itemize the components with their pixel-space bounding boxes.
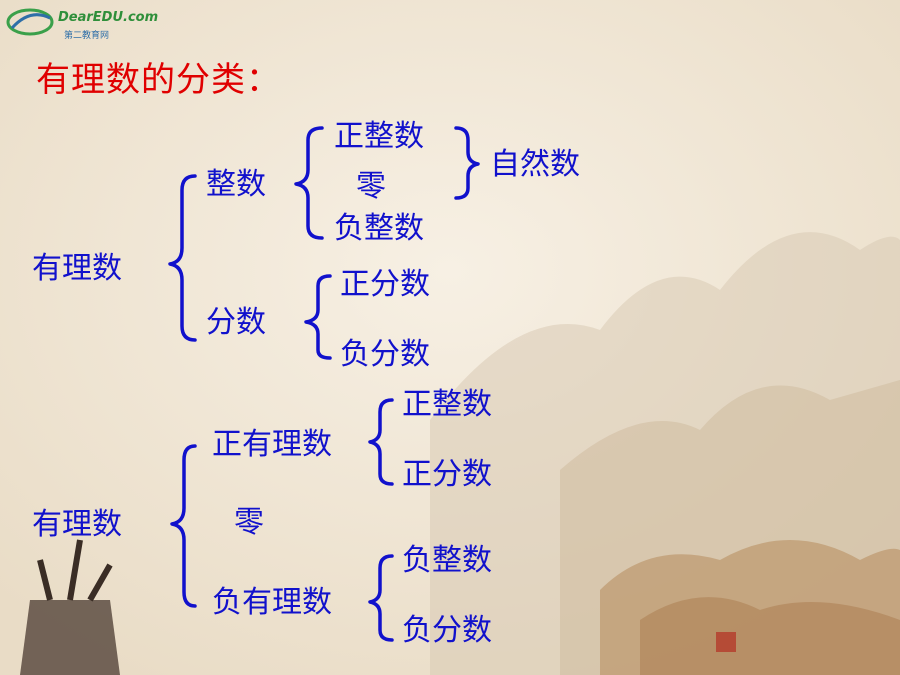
tree2-negative-integer: 负整数 — [402, 543, 492, 578]
tree1-fraction: 分数 — [206, 305, 266, 340]
tree2-negative-rational: 负有理数 — [212, 585, 332, 620]
tree1-negative-fraction: 负分数 — [340, 337, 430, 372]
tree1-root: 有理数 — [32, 251, 122, 286]
brace-tree1-root — [168, 174, 197, 342]
logo-brand: DearEDU.com — [58, 10, 159, 25]
brace-fraction — [304, 274, 332, 360]
tree1-negative-integer: 负整数 — [334, 211, 424, 246]
tree2-positive-integer: 正整数 — [402, 387, 492, 422]
tree2-positive-rational: 正有理数 — [212, 427, 332, 462]
tree1-zero: 零 — [356, 169, 386, 204]
brace-tree2-root — [170, 444, 197, 608]
tree2-zero: 零 — [234, 505, 264, 540]
brace-integer — [294, 126, 324, 240]
tree2-negative-fraction: 负分数 — [402, 613, 492, 648]
logo-swoosh-icon — [6, 8, 54, 36]
logo: DearEDU.com 第二教育网 — [6, 4, 158, 44]
tree2-root: 有理数 — [32, 507, 122, 542]
tree1-natural-number: 自然数 — [490, 147, 580, 182]
tree2-positive-fraction: 正分数 — [402, 457, 492, 492]
tree1-positive-integer: 正整数 — [334, 119, 424, 154]
brace-negative-rational — [368, 554, 394, 642]
brace-positive-rational — [368, 398, 394, 486]
tree1-positive-fraction: 正分数 — [340, 267, 430, 302]
page-title: 有理数的分类： — [36, 60, 281, 100]
brace-natural — [454, 126, 480, 200]
tree1-integer: 整数 — [206, 167, 266, 202]
logo-subtitle: 第二教育网 — [64, 31, 110, 41]
